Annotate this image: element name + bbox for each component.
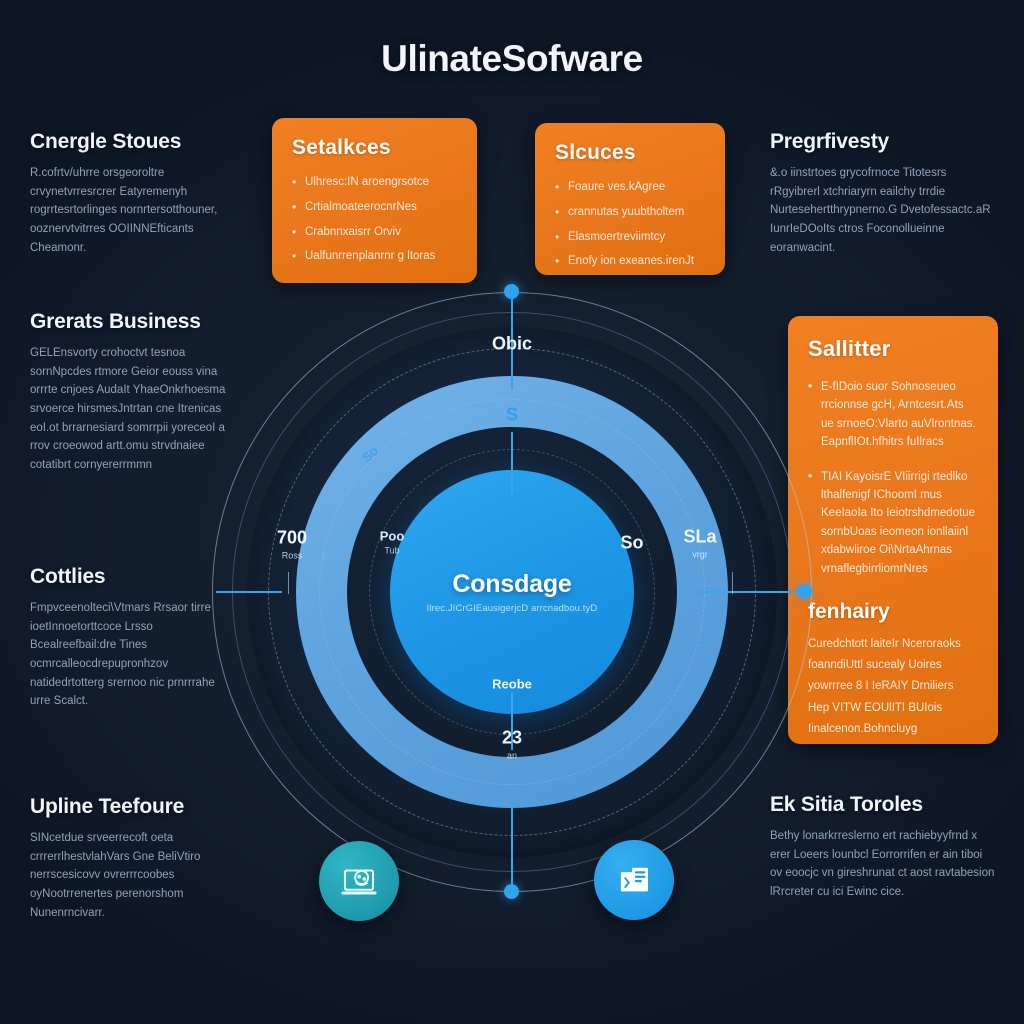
label-caption: an [506,750,517,761]
block-heading: Ek Sitia Toroles [770,793,923,816]
spoke-left [216,591,282,593]
list-item: Enofy ion exeanes.irenJt [555,252,705,271]
panel-support-lines: Curedchtott laiteIr Nceroraoks foanndiUt… [808,636,978,738]
block-heading: Cottlies [30,565,106,588]
panel-support: Sallitter E-fIDoio suor Sohnoseueo rrcio… [788,316,998,744]
label-value: Poo [379,528,405,544]
ring-label-top-outer: Obic [492,334,532,355]
block-body: SINcetdue srveerrecoft oeta crrrerrlhest… [30,832,201,919]
spoke-dot-top [504,284,519,299]
label-caption: Tub [384,545,400,556]
block-heading: Grerats Business [30,310,201,333]
list-item: Ulhresc:IN aroengrsotce [292,173,457,192]
tick-left [288,572,289,594]
label-value: S [505,404,519,425]
block-heading: Upline Teefoure [30,795,185,818]
spoke-bottom [511,792,513,892]
badge-monitor[interactable] [319,841,399,921]
spoke-right [697,591,805,593]
panel-services-list: Foaure ves.kAgree crannutas yuubtholtem … [555,178,705,271]
block-body: R.cofrtv/uhrre orsgeoroltre crvynetvrres… [30,167,218,254]
list-item: Foaure ves.kAgree [555,178,705,197]
ring-label-top-inner: S [506,405,518,426]
list-item: Elasmoertreviimtcy [555,228,705,247]
list-item: Crabnnxaisrr Orviv [292,223,457,242]
core-subtitle: Ilrec.JICrGIEausigerjcD arrcnadbou.tyD [426,603,598,614]
ring-label-bottom-outer: 23 an [502,728,522,761]
ring-label-bottom-inner: Reobe [492,677,532,692]
ring-label-right-inner: So [620,533,643,554]
block-body: Fmpvceenolteci\Vtmars Rrsaor tirre ioetI… [30,602,215,708]
list-item: Curedchtott laiteIr Nceroraoks [808,637,961,650]
list-item: crannutas yuubtholtem [555,203,705,222]
text-block-roles: Ek Sitia Toroles Bethy lonarkrreslerno e… [770,793,995,902]
panel-support-heading: Sallitter [808,336,891,361]
ring-core [390,470,634,714]
concentric-ring-diagram: Obic S 700 Ross Poo Tub So SLa vrgr Reob… [192,272,832,912]
block-body: Bethy lonarkrreslerno ert rachiebyyfrnd … [770,830,995,898]
list-item: Hep VITW EOUlITI BUIois [808,701,943,714]
page-title: UlinateSofware [381,38,643,79]
panel-support-subheading: fenhairy [808,599,890,623]
spoke-bottom-inner [511,692,513,750]
panel-services: Slcuces Foaure ves.kAgree crannutas yuub… [535,123,725,275]
spoke-top [511,292,513,390]
panel-solutions: Setalkces Ulhresc:IN aroengrsotce Crtial… [272,118,477,283]
spoke-dot-right [797,584,812,599]
label-value: So [620,532,644,553]
spoke-top-inner [511,432,513,494]
list-item: TIAI KayoisrE VIiirrigi rtedlko lthalfen… [808,467,978,578]
list-item: CrtialmoateerocnrNes [292,198,457,217]
diagram-core: Consdage Ilrec.JICrGIEausigerjcD arrcnad… [397,570,627,614]
list-item: yowrrree 8 I IeRAIY Drniliers [808,680,954,693]
text-block-benefits: Grerats Business GELEnsvorty crohoctvt t… [30,310,235,474]
core-title: Consdage [452,570,572,598]
block-heading: Pregrfivesty [770,130,889,153]
block-body: &.o iinstrtoes grycofrnoce Titotesrs rRg… [770,167,991,254]
spoke-dot-bottom [504,884,519,899]
label-value: Reobe [492,676,532,692]
panel-solutions-heading: Setalkces [292,136,391,159]
list-item: foanndiUttl sucealy Uoires [808,659,942,672]
ring-label-right-outer: SLa vrgr [683,527,716,560]
label-value: 700 [276,527,308,548]
tick-right [732,572,733,594]
monitor-laptop-icon [341,869,377,895]
ring-label-left-inner: Poo Tub [380,529,405,556]
panel-services-heading: Slcuces [555,141,636,164]
list-item: Iinalcenon.Bohncluyg [808,722,918,735]
list-item: Ualfunrrenplanrnr g ltoras [292,247,457,266]
ring-label-left-outer: 700 Ross [277,528,307,561]
list-item: E-fIDoio suor Sohnoseueo rrcionnse gcH, … [808,377,978,452]
text-block-challenges: Cnergle Stoues R.cofrtv/uhrre orsgeorolt… [30,130,235,257]
label-value: 23 [501,727,523,748]
label-caption: vrgr [692,549,708,560]
panel-support-list: E-fIDoio suor Sohnoseueo rrcionnse gcH, … [808,377,978,578]
documents-stack-icon [620,867,648,892]
text-block-costs: Cottlies Fmpvceenolteci\Vtmars Rrsaor ti… [30,565,235,711]
label-value: SLa [683,526,717,547]
panel-solutions-list: Ulhresc:IN aroengrsotce Crtialmoateerocn… [292,173,457,266]
badge-documents[interactable] [594,840,674,920]
block-heading: Cnergle Stoues [30,130,182,153]
block-body: GELEnsvorty crohoctvt tesnoa sornNpcdes … [30,347,226,471]
label-value: Obic [491,333,533,354]
text-block-uptime: Upline Teefoure SINcetdue srveerrecoft o… [30,795,235,922]
text-block-progress: Pregrfivesty &.o iinstrtoes grycofrnoce … [770,130,995,257]
label-caption: Ross [281,550,303,561]
